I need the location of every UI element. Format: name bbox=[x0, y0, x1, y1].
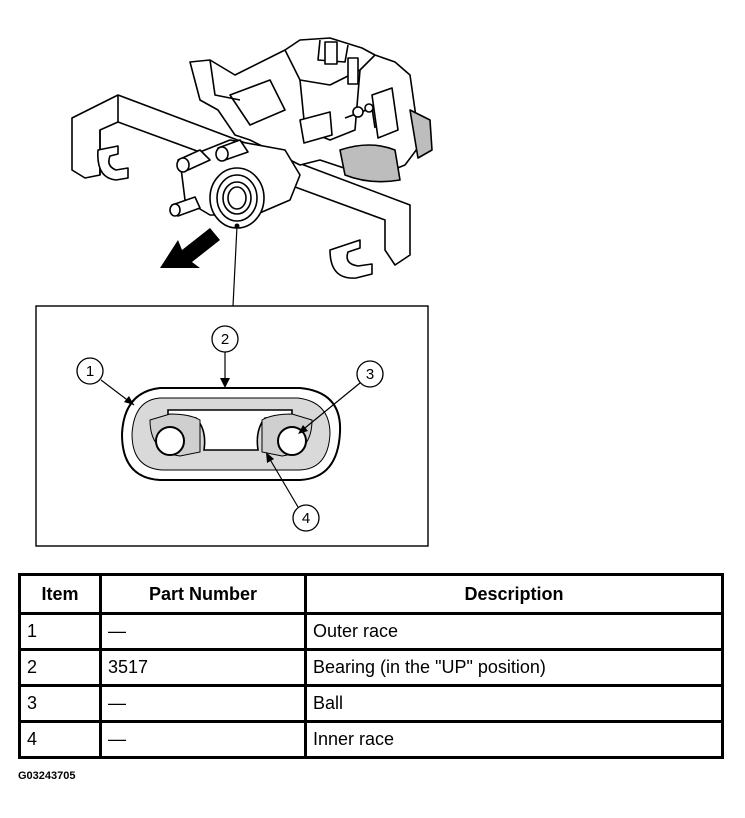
table-row: 4 — Inner race bbox=[18, 720, 724, 759]
view-arrow-icon bbox=[160, 228, 220, 268]
item-cell: 1 bbox=[18, 612, 102, 651]
table-row: 2 3517 Bearing (in the "UP" position) bbox=[18, 648, 724, 687]
item-cell: 3 bbox=[18, 684, 102, 723]
table-row: 1 — Outer race bbox=[18, 612, 724, 651]
svg-text:4: 4 bbox=[302, 510, 310, 527]
description-cell: Inner race bbox=[304, 720, 724, 759]
part-number-cell: — bbox=[99, 684, 307, 723]
description-cell: Ball bbox=[304, 684, 724, 723]
table-row: 3 — Ball bbox=[18, 684, 724, 723]
parts-table: Item Part Number Description 1 — Outer r… bbox=[18, 573, 724, 759]
bearing-cross-section bbox=[120, 387, 342, 481]
callout-2: 2 bbox=[211, 325, 239, 388]
column-header-item: Item bbox=[18, 573, 102, 615]
part-number-cell: — bbox=[99, 612, 307, 651]
column-header-part-number: Part Number bbox=[99, 573, 307, 615]
description-cell: Outer race bbox=[304, 612, 724, 651]
part-number-cell: — bbox=[99, 720, 307, 759]
svg-text:2: 2 bbox=[221, 331, 229, 348]
callout-4: 4 bbox=[266, 452, 320, 532]
column-bracket-illustration bbox=[71, 37, 433, 279]
callout-1: 1 bbox=[76, 357, 135, 406]
column-header-description: Description bbox=[304, 573, 724, 615]
description-cell: Bearing (in the "UP" position) bbox=[304, 648, 724, 687]
part-number-cell: 3517 bbox=[99, 648, 307, 687]
svg-text:3: 3 bbox=[366, 366, 374, 383]
bearing-diagram: 1 2 3 4 bbox=[35, 37, 433, 547]
svg-text:1: 1 bbox=[86, 363, 94, 380]
figure-id: G03243705 bbox=[18, 770, 76, 782]
item-cell: 4 bbox=[18, 720, 102, 759]
table-header-row: Item Part Number Description bbox=[18, 573, 724, 615]
callout-3: 3 bbox=[298, 360, 384, 434]
item-cell: 2 bbox=[18, 648, 102, 687]
